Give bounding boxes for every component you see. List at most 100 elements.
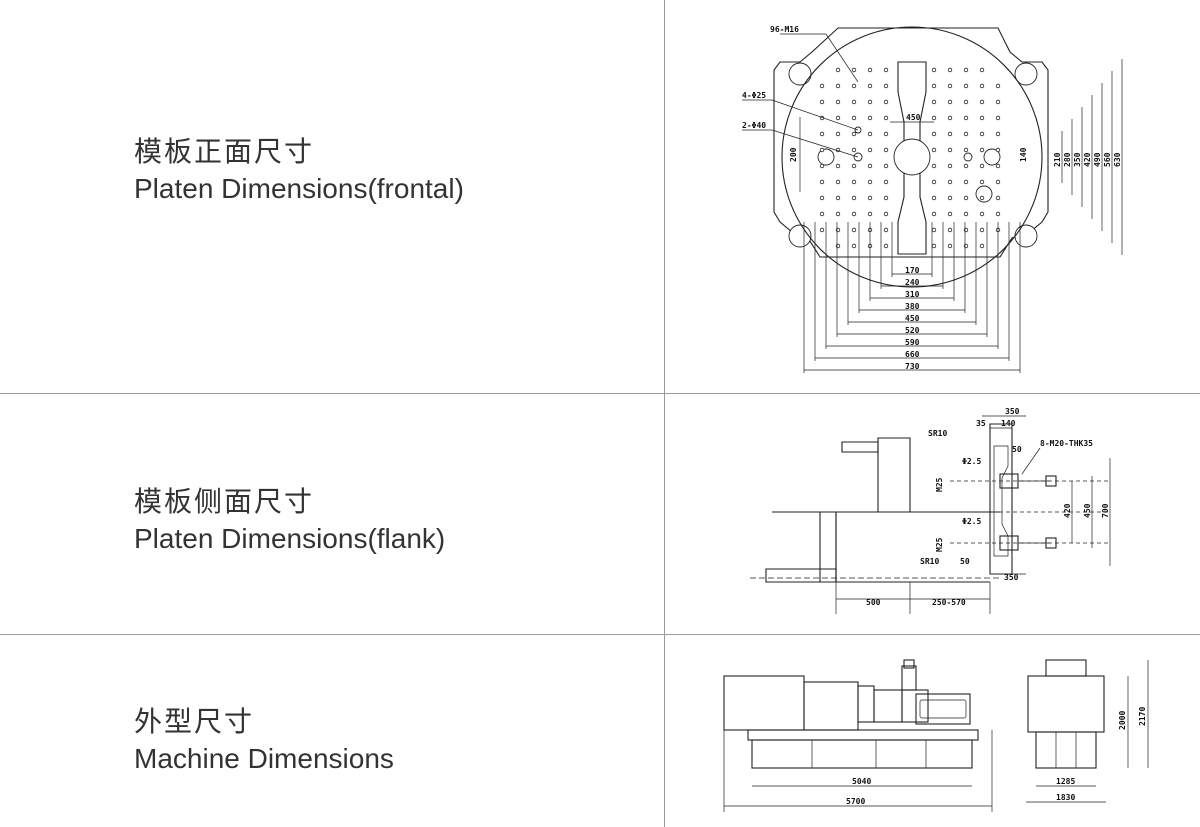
bolt-hole xyxy=(995,147,1001,153)
flank-label-zh: 模板侧面尺寸 xyxy=(134,485,315,518)
top-dim-35: 35 xyxy=(976,419,986,428)
hdim-730: 730 xyxy=(905,362,920,371)
bolt-hole xyxy=(867,83,873,89)
vdim-420: 420 xyxy=(1083,152,1092,167)
housing-top xyxy=(877,437,911,513)
machine-front-view xyxy=(1027,659,1105,769)
bolt-hole xyxy=(947,179,953,185)
bolt-hole xyxy=(851,179,857,185)
bolt-hole xyxy=(883,179,889,185)
bolt-hole xyxy=(867,147,873,153)
bolt-hole xyxy=(851,131,857,137)
machine-side-view xyxy=(723,659,979,769)
hdim-520: 520 xyxy=(905,326,920,335)
bolt-hole xyxy=(883,243,889,249)
bolt-hole xyxy=(931,83,937,89)
bolt-hole xyxy=(819,99,825,105)
bolt-hole xyxy=(979,163,985,169)
tie-bar-hole-tl xyxy=(788,62,812,86)
tie-bar-hole-tr xyxy=(1014,62,1038,86)
vdim-140: 140 xyxy=(1019,147,1028,162)
bolt-hole xyxy=(819,163,825,169)
bolt-hole xyxy=(979,67,985,73)
bolt-hole xyxy=(995,211,1001,217)
platen-flank-drawing: 350 35 140 SR10 50 8-M20-THK35 Φ2.5 M25 … xyxy=(750,407,1111,614)
column-divider xyxy=(664,0,665,827)
bolt-hole xyxy=(995,83,1001,89)
bolt-hole xyxy=(931,227,937,233)
bolt-hole xyxy=(979,115,985,121)
note-m25-bottom: M25 xyxy=(935,537,944,552)
bolt-hole xyxy=(931,163,937,169)
bolt-hole xyxy=(947,211,953,217)
bolt-hole xyxy=(883,83,889,89)
bolt-hole xyxy=(963,99,969,105)
upper-rod xyxy=(841,441,879,453)
machine-label-zh: 外型尺寸 xyxy=(134,705,255,738)
platen-profile xyxy=(989,423,1013,575)
machine-label-en: Machine Dimensions xyxy=(134,743,394,774)
callout-2-phi40: 2-Φ40 xyxy=(742,121,766,130)
center-width-dim: 450 xyxy=(906,113,921,122)
top-dim-140: 140 xyxy=(1001,419,1016,428)
bolt-hole xyxy=(963,195,969,201)
bolt-hole xyxy=(851,195,857,201)
bolt-hole xyxy=(979,211,985,217)
bolt-hole xyxy=(883,99,889,105)
bolt-hole xyxy=(819,227,825,233)
bolt-hole xyxy=(979,179,985,185)
bolt-hole xyxy=(963,67,969,73)
bolt-hole xyxy=(963,83,969,89)
width-inner-dim: 1285 xyxy=(1056,777,1075,786)
bolt-hole xyxy=(963,211,969,217)
height-outer-dim: 2170 xyxy=(1138,707,1147,726)
bolt-hole xyxy=(851,211,857,217)
note-sr10-bottom: SR10 xyxy=(920,557,939,566)
bolt-hole xyxy=(995,195,1001,201)
row-divider-1 xyxy=(0,393,1200,394)
bolt-hole xyxy=(819,211,825,217)
bolt-hole xyxy=(835,163,841,169)
bolt-hole xyxy=(995,179,1001,185)
tie-bar-hole-bl xyxy=(788,224,812,248)
bolt-hole xyxy=(883,163,889,169)
bolt-hole xyxy=(819,195,825,201)
bolt-hole xyxy=(963,131,969,137)
height-inner-dim: 2000 xyxy=(1118,711,1127,730)
note-m25-top: M25 xyxy=(935,477,944,492)
bolt-hole xyxy=(835,67,841,73)
note-sr10-top: SR10 xyxy=(928,429,947,438)
vdim-560: 560 xyxy=(1103,152,1112,167)
bolt-hole xyxy=(931,99,937,105)
hdim-660: 660 xyxy=(905,350,920,359)
vdim-420: 420 xyxy=(1063,503,1072,518)
bolt-hole xyxy=(835,195,841,201)
bolt-hole xyxy=(979,243,985,249)
bolt-hole xyxy=(963,163,969,169)
bolt-hole xyxy=(851,243,857,249)
bolt-hole xyxy=(979,83,985,89)
bolt-hole xyxy=(979,99,985,105)
bolt-hole xyxy=(883,67,889,73)
length-outer-dim: 5700 xyxy=(846,797,865,806)
bolt-hole xyxy=(867,115,873,121)
bolt-hole xyxy=(947,243,953,249)
vdim-450: 450 xyxy=(1083,503,1092,518)
bolt-hole xyxy=(867,195,873,201)
callout-4-phi25: 4-Φ25 xyxy=(742,91,766,100)
vdim-700: 700 xyxy=(1101,503,1110,518)
bolt-hole xyxy=(947,163,953,169)
bolt-hole xyxy=(947,67,953,73)
bolt-hole xyxy=(819,83,825,89)
width-outer-dim: 1830 xyxy=(1056,793,1075,802)
flank-label-en: Platen Dimensions(flank) xyxy=(134,523,446,554)
bolt-hole xyxy=(931,179,937,185)
bolt-hole xyxy=(931,211,937,217)
frontal-label-zh: 模板正面尺寸 xyxy=(134,135,315,168)
hdim-380: 380 xyxy=(905,302,920,311)
flank-label: 模板侧面尺寸 Platen Dimensions(flank) xyxy=(134,484,445,558)
frontal-label: 模板正面尺寸 Platen Dimensions(frontal) xyxy=(134,134,464,208)
bolt-hole xyxy=(851,147,857,153)
bolt-hole xyxy=(947,147,953,153)
